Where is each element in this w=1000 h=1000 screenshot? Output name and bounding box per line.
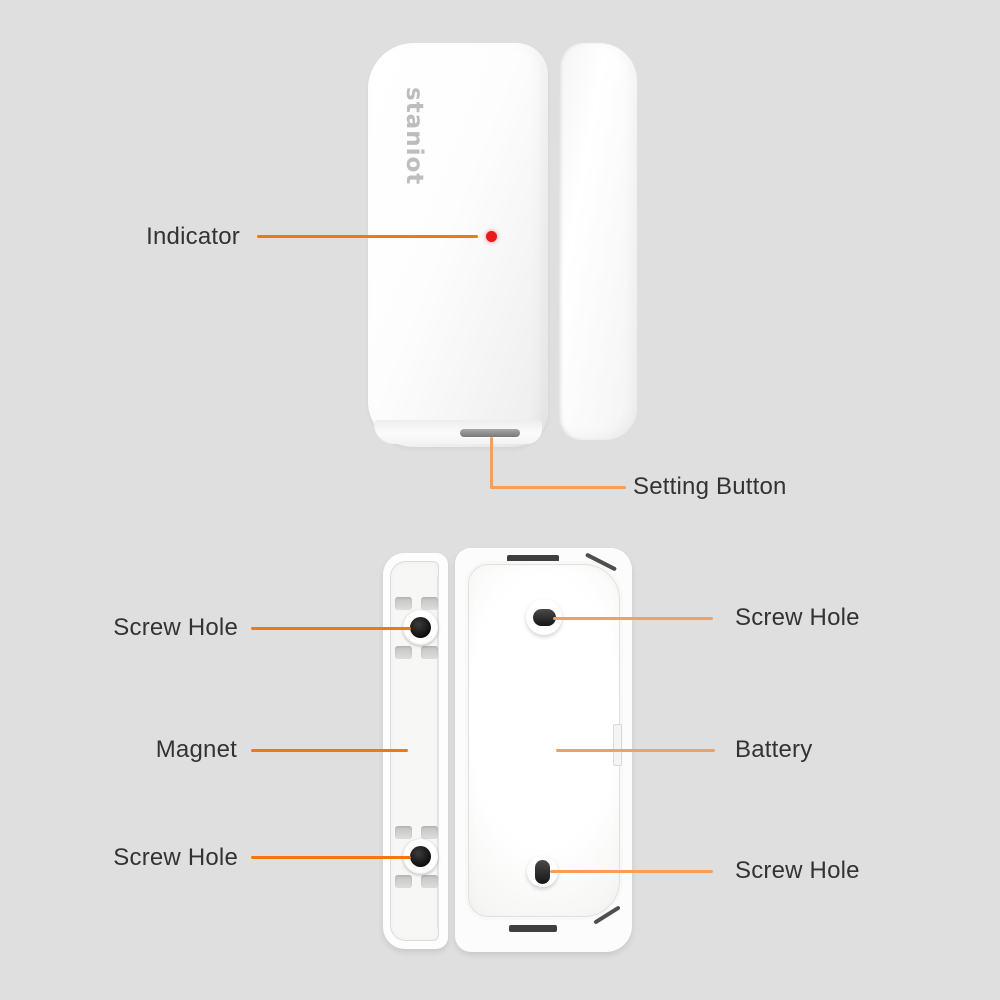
magnet-back-edge-line [437,577,439,927]
brand-logo-text: staniot [401,87,427,186]
screw-hole-body-top-callout-line [553,617,713,620]
magnet-callout-line [251,749,408,752]
screw-hole-magnet-top-label: Screw Hole [113,614,238,641]
setting-button-label: Setting Button [633,473,787,500]
battery-callout-line [556,749,715,752]
body-screw-hole-bottom [535,860,550,884]
battery-cover-tab [613,724,622,766]
setting-button-slot [460,429,520,437]
screw-hole-magnet-bottom-label: Screw Hole [113,844,238,871]
grip-block-icon [421,826,438,839]
back-top-slot [507,555,559,562]
indicator-led-icon [486,231,497,242]
screw-hole-body-bottom-callout-line [550,870,713,873]
grip-block-icon [421,875,438,888]
grip-block-icon [421,646,438,659]
screw-hole-icon [410,846,431,867]
indicator-callout-line [257,235,478,238]
grip-block-icon [395,646,412,659]
magnet-screw-hole-top [395,597,447,661]
grip-block-icon [395,597,412,610]
screw-hole-body-bottom-label: Screw Hole [735,857,860,884]
screw-hole-icon [410,617,431,638]
magnet-label: Magnet [155,736,237,763]
magnet-front-bar [559,43,637,440]
indicator-label: Indicator [146,223,240,250]
grip-block-icon [395,875,412,888]
body-screw-hole-top [533,609,556,626]
magnet-screw-hole-bottom [395,826,447,890]
setting-button-callout-line-horizontal [490,486,626,489]
screw-hole-body-top-label: Screw Hole [735,604,860,631]
grip-block-icon [421,597,438,610]
grip-block-icon [395,826,412,839]
screw-hole-magnet-bottom-callout-line [251,856,411,859]
setting-button-callout-line-vertical [490,437,493,489]
battery-label: Battery [735,736,813,763]
screw-hole-magnet-top-callout-line [251,627,411,630]
back-bottom-slot [509,925,557,932]
sensor-front-body [368,43,548,447]
